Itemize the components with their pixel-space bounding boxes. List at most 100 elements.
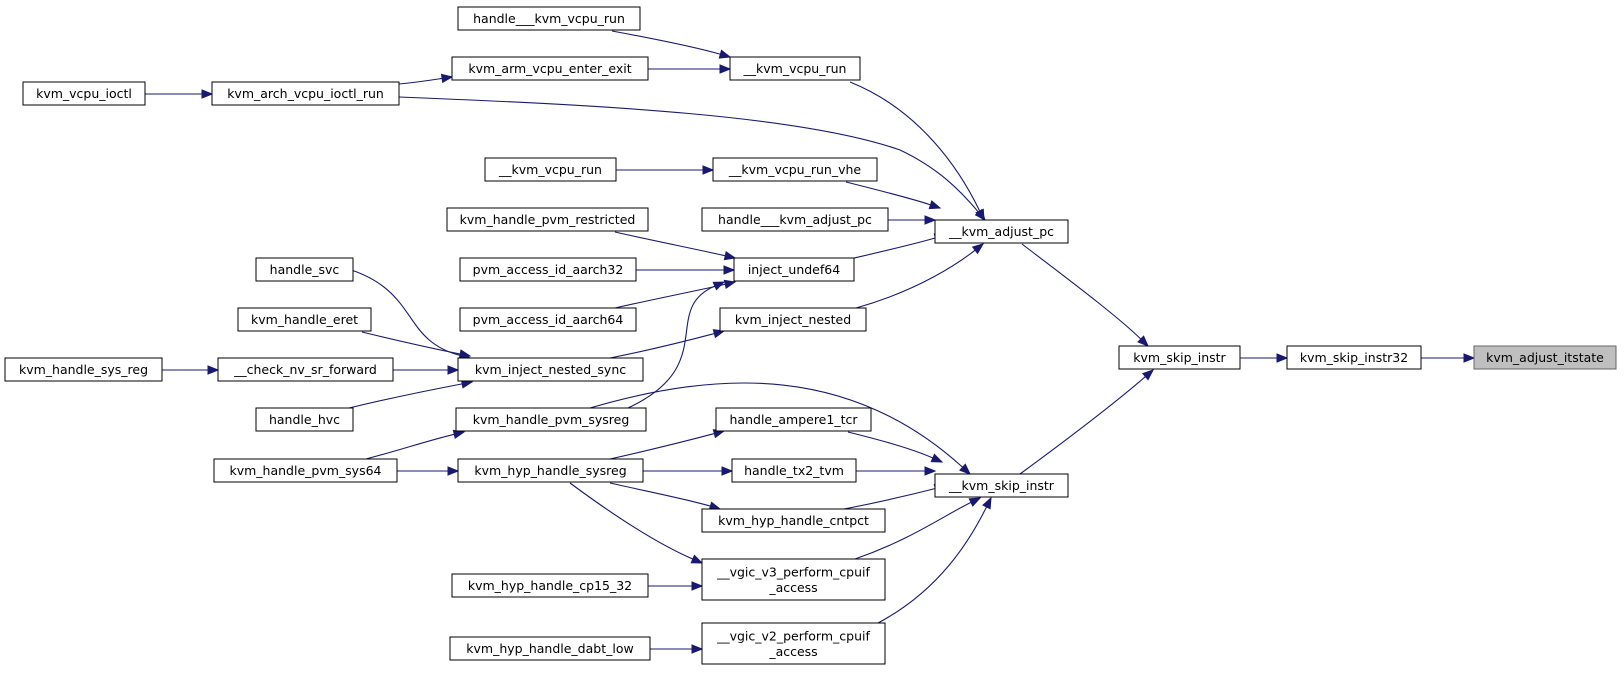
edge-kvm_inject_nested_sync-to-kvm_inject_nested — [609, 329, 726, 359]
node-kvm_handle_pvm_sysreg[interactable]: kvm_handle_pvm_sysreg — [455, 407, 647, 432]
node-kvm_adjust_itstate[interactable]: kvm_adjust_itstate — [1473, 345, 1617, 370]
edge-line — [849, 81, 981, 212]
edge-__vgic_v2_perform_cpuif_access-to-__kvm_skip_instr — [877, 496, 992, 624]
edge-kvm_handle_pvm_sys64-to-kvm_handle_pvm_sysreg — [365, 429, 466, 460]
edge-line — [845, 181, 931, 206]
arrowhead — [1137, 335, 1149, 347]
node-kvm_handle_eret[interactable]: kvm_handle_eret — [237, 307, 372, 332]
edge-__kvm_adjust_pc-to-kvm_skip_instr — [1021, 243, 1149, 347]
edge-kvm_hyp_handle_cp15_32-to-__vgic_v3_perform_cpuif_access — [648, 581, 704, 591]
node-label: __vgic_v3_perform_cpuif — [716, 564, 870, 579]
arrowhead — [712, 281, 726, 291]
node-handle_ampere1_tcr[interactable]: handle_ampere1_tcr — [715, 407, 872, 432]
node-handle___kvm_adjust_pc[interactable]: handle___kvm_adjust_pc — [701, 207, 889, 232]
edge-line — [609, 333, 715, 359]
node-label: kvm_adjust_itstate — [1486, 350, 1604, 365]
node-box — [255, 407, 354, 432]
node-__vgic_v2_perform_cpuif_access[interactable]: __vgic_v2_perform_cpuif_access — [701, 622, 886, 665]
node-box — [701, 558, 886, 601]
node-label: pvm_access_id_aarch64 — [473, 312, 624, 327]
edge-line — [855, 249, 976, 309]
node-label: kvm_skip_instr — [1133, 350, 1226, 365]
arrowhead — [968, 497, 982, 507]
edge-kvm_handle_pvm_sys64-to-kvm_hyp_handle_sysreg — [397, 466, 460, 476]
edge-handle_tx2_tvm-to-__kvm_skip_instr — [856, 466, 937, 476]
arrowhead — [691, 644, 704, 654]
edge-line — [398, 77, 443, 85]
node-label: handle_svc — [270, 262, 340, 277]
node-kvm_hyp_handle_dabt_low[interactable]: kvm_hyp_handle_dabt_low — [449, 636, 651, 661]
node-kvm_handle_sys_reg[interactable]: kvm_handle_sys_reg — [4, 357, 163, 382]
edge-kvm_skip_instr-to-kvm_skip_instr32 — [1240, 353, 1289, 363]
edge-line — [614, 283, 726, 309]
node-label: handle_tx2_tvm — [744, 463, 844, 478]
node-kvm_inject_nested[interactable]: kvm_inject_nested — [719, 307, 867, 332]
arrowhead — [723, 251, 737, 261]
node-kvm_skip_instr[interactable]: kvm_skip_instr — [1118, 345, 1241, 370]
node-__kvm_adjust_pc[interactable]: __kvm_adjust_pc — [934, 219, 1069, 244]
node-__kvm_vcpu_run_2[interactable]: __kvm_vcpu_run — [484, 157, 617, 182]
node-handle_tx2_tvm[interactable]: handle_tx2_tvm — [731, 458, 857, 483]
node-__vgic_v3_perform_cpuif_access[interactable]: __vgic_v3_perform_cpuif_access — [701, 558, 886, 601]
node-label: kvm_handle_pvm_restricted — [460, 212, 636, 227]
node-box — [934, 219, 1069, 244]
node-label: __kvm_skip_instr — [948, 478, 1055, 493]
node-box — [731, 458, 857, 483]
node-kvm_vcpu_ioctl[interactable]: kvm_vcpu_ioctl — [22, 81, 146, 106]
edge-kvm_handle_eret-to-kvm_inject_nested_sync — [361, 331, 472, 359]
node-box — [449, 636, 651, 661]
node-box — [22, 81, 146, 106]
edge-line — [847, 431, 934, 459]
node-label: _access — [768, 644, 817, 659]
node-label: kvm_handle_pvm_sysreg — [473, 412, 630, 427]
edge-__kvm_vcpu_run_2-to-__kvm_vcpu_run_vhe — [616, 165, 715, 175]
node-inject_undef64[interactable]: inject_undef64 — [733, 257, 855, 282]
node-kvm_handle_pvm_sys64[interactable]: kvm_handle_pvm_sys64 — [213, 458, 398, 483]
node-label: pvm_access_id_aarch32 — [473, 262, 624, 277]
edge-kvm_arch_vcpu_ioctl_run-to-__kvm_adjust_pc — [398, 96, 986, 222]
node-__kvm_skip_instr[interactable]: __kvm_skip_instr — [934, 473, 1069, 498]
edge-handle___kvm_vcpu_run-to-__kvm_vcpu_run_1 — [611, 30, 732, 59]
node-kvm_arm_vcpu_enter_exit[interactable]: kvm_arm_vcpu_enter_exit — [451, 56, 649, 81]
node-box — [457, 357, 644, 382]
node-kvm_skip_instr32[interactable]: kvm_skip_instr32 — [1286, 345, 1422, 370]
node-box — [715, 407, 872, 432]
arrowhead — [712, 329, 726, 339]
node-box — [451, 56, 649, 81]
node-kvm_arch_vcpu_ioctl_run[interactable]: kvm_arch_vcpu_ioctl_run — [211, 81, 400, 106]
edge-line — [627, 285, 716, 409]
edge-kvm_hyp_handle_sysreg-to-kvm_hyp_handle_cntpct — [609, 482, 722, 511]
node-kvm_inject_nested_sync[interactable]: kvm_inject_nested_sync — [457, 357, 644, 382]
node-kvm_hyp_handle_cntpct[interactable]: kvm_hyp_handle_cntpct — [701, 508, 886, 533]
node-box — [446, 207, 649, 232]
node-label: handle___kvm_vcpu_run — [473, 11, 625, 26]
edge-line — [344, 267, 461, 357]
arrowhead — [971, 243, 985, 255]
edge-kvm_hyp_handle_dabt_low-to-__vgic_v2_perform_cpuif_access — [650, 644, 704, 654]
node-__kvm_vcpu_run_vhe[interactable]: __kvm_vcpu_run_vhe — [712, 157, 878, 182]
edge-kvm_handle_pvm_sysreg-to-inject_undef64 — [627, 281, 726, 409]
node-box — [457, 458, 644, 483]
node-pvm_access_id_aarch64[interactable]: pvm_access_id_aarch64 — [459, 307, 637, 332]
arrowhead — [721, 466, 734, 476]
edge-kvm_hyp_handle_cntpct-to-__kvm_skip_instr — [843, 484, 947, 510]
node-kvm_hyp_handle_sysreg[interactable]: kvm_hyp_handle_sysreg — [457, 458, 644, 483]
node-handle_hvc[interactable]: handle_hvc — [255, 407, 354, 432]
node-kvm_hyp_handle_cp15_32[interactable]: kvm_hyp_handle_cp15_32 — [451, 573, 649, 598]
node-__check_nv_sr_forward[interactable]: __check_nv_sr_forward — [217, 357, 394, 382]
arrowhead — [207, 365, 220, 375]
node-pvm_access_id_aarch32[interactable]: pvm_access_id_aarch32 — [459, 257, 637, 282]
node-box — [211, 81, 400, 106]
edge-kvm_hyp_handle_sysreg-to-handle_tx2_tvm — [643, 466, 734, 476]
arrowhead — [447, 365, 460, 375]
node-label: _access — [768, 580, 817, 595]
edge-line — [361, 331, 461, 355]
arrowhead — [1141, 369, 1155, 381]
node-__kvm_vcpu_run_1[interactable]: __kvm_vcpu_run — [729, 56, 861, 81]
node-handle_svc[interactable]: handle_svc — [255, 257, 354, 282]
node-box — [484, 157, 617, 182]
node-handle___kvm_vcpu_run[interactable]: handle___kvm_vcpu_run — [457, 6, 641, 31]
node-kvm_handle_pvm_restricted[interactable]: kvm_handle_pvm_restricted — [446, 207, 649, 232]
edge-line — [344, 383, 463, 410]
arrowhead — [959, 463, 971, 475]
